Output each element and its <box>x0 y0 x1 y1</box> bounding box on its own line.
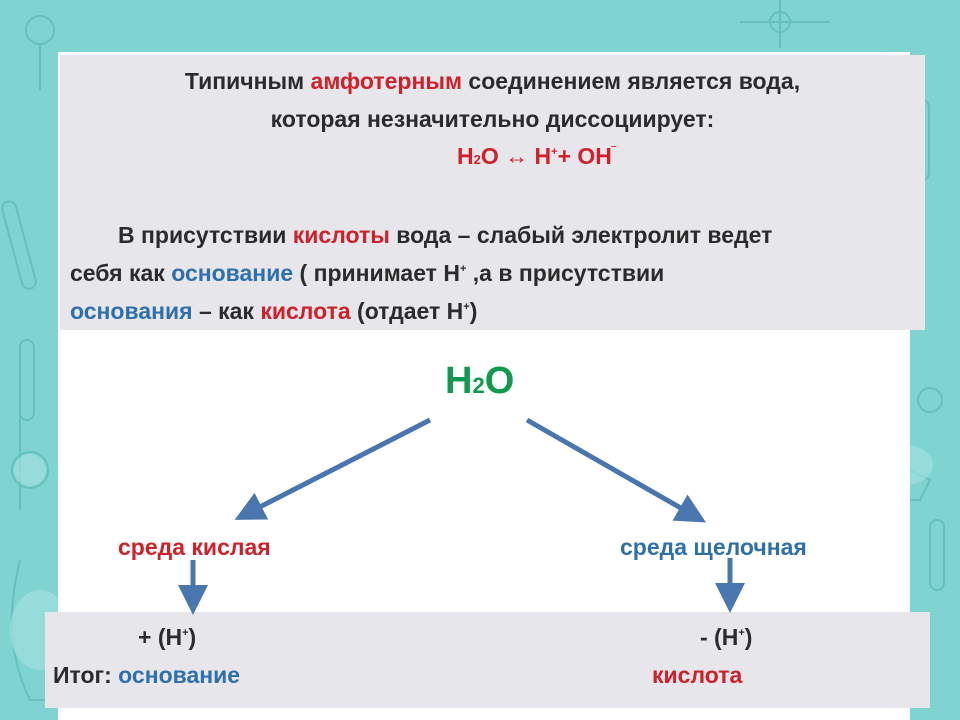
presence-line-2: себя как основание ( принимает H+ ,а в п… <box>70 260 665 286</box>
definition-panel <box>60 55 925 330</box>
arrow-to-acidic <box>234 417 432 520</box>
alkaline-medium-label: среда щелочная <box>620 534 807 560</box>
dissociation-equation: H2O ↔ H++ OH‾ <box>457 143 616 169</box>
presence-line-3: основания – как кислота (отдает H+) <box>70 298 478 324</box>
amphoteric-word: амфотерным <box>310 68 463 94</box>
intro-line-1: Типичным амфотерным соединением является… <box>184 68 801 94</box>
intro-line-2: которая незначительно диссоциирует: <box>270 106 715 132</box>
result-panel <box>45 612 930 708</box>
arrow-to-alkaline <box>525 417 707 523</box>
alkaline-result: - (H+) <box>700 624 753 650</box>
presence-line-1: В присутствии кислоты вода – слабый элек… <box>118 222 773 248</box>
water-formula-node: H2O <box>445 360 515 402</box>
summary-base: основание <box>118 662 241 688</box>
acidic-medium-label: среда кислая <box>118 534 271 560</box>
acidic-result: + (H+) <box>138 624 197 650</box>
summary-acid: кислота <box>652 662 743 688</box>
summary-left: Итог: основание <box>53 662 241 688</box>
